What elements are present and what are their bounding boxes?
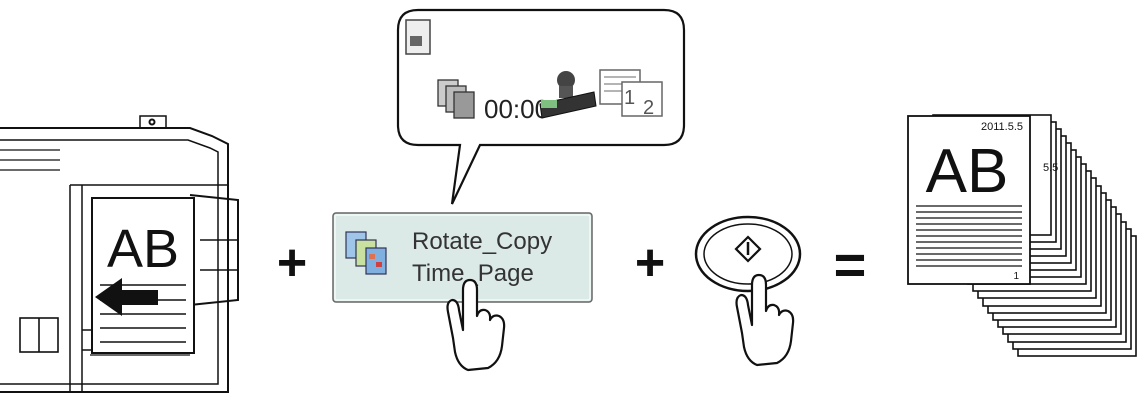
pointing-hand-icon [446,278,506,372]
rotate-copy-time-page-button[interactable]: Rotate_Copy Time_Page [332,212,593,303]
stamp-icon [539,71,597,119]
start-diamond-icon [734,235,762,263]
page-numbering-icon: 1 2 [599,69,663,119]
plus-sign-2: + [635,234,665,292]
partial-date-text: 5.5 [1043,162,1058,174]
plus-sign-1: + [277,234,307,292]
button-line-1: Rotate_Copy [412,228,552,255]
page-number-1: 1 [624,87,635,109]
output-date-text: 2011.5.5 [981,121,1023,133]
output-front-page: 2011.5.5 AB 1 [907,115,1031,285]
output-document-label: AB [926,137,1009,206]
timer-text: 00:00 [484,94,549,124]
equals-sign: = [834,233,867,296]
page-number-2: 2 [643,97,654,119]
feeder-document: AB [91,197,195,354]
output-page-number: 1 [1013,271,1019,282]
feed-direction-arrow-icon [95,278,158,316]
start-button[interactable] [694,215,802,293]
document-icon [405,19,431,55]
copies-stack-icon [437,79,475,119]
icon-balloon: 00:00 1 2 [396,8,686,205]
pointing-hand-start-icon [735,273,795,367]
copy-function-icon [345,231,387,275]
feeder-document-label: AB [107,219,179,279]
scanner-illustration [0,115,239,393]
